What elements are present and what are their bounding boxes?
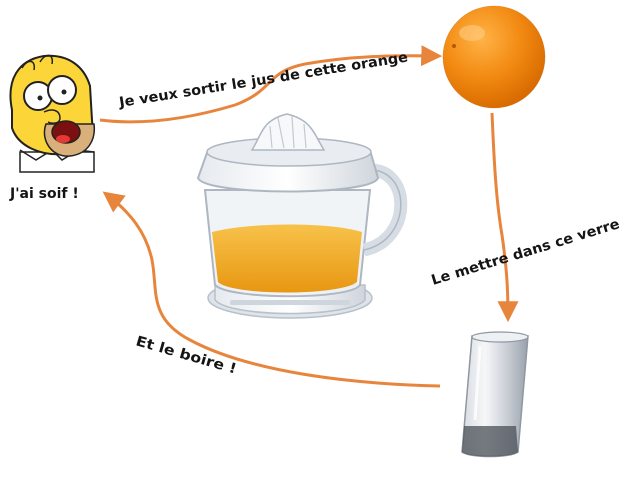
label-pour-in-glass: Le mettre dans ce verre: [429, 216, 621, 289]
citrus-juicer-icon: [196, 113, 408, 319]
drinking-glass-icon: [461, 331, 529, 458]
orange-fruit-icon: [442, 5, 546, 109]
homer-face-icon: [9, 54, 96, 173]
arrow-glass-to-homer: [102, 191, 441, 388]
label-extract-juice: Je veux sortir le jus de cette orange: [117, 49, 409, 111]
arrow-orange-to-glass: [490, 112, 519, 323]
label-thirsty: J'ai soif !: [9, 186, 79, 202]
arrow-homer-to-orange: [99, 45, 443, 124]
